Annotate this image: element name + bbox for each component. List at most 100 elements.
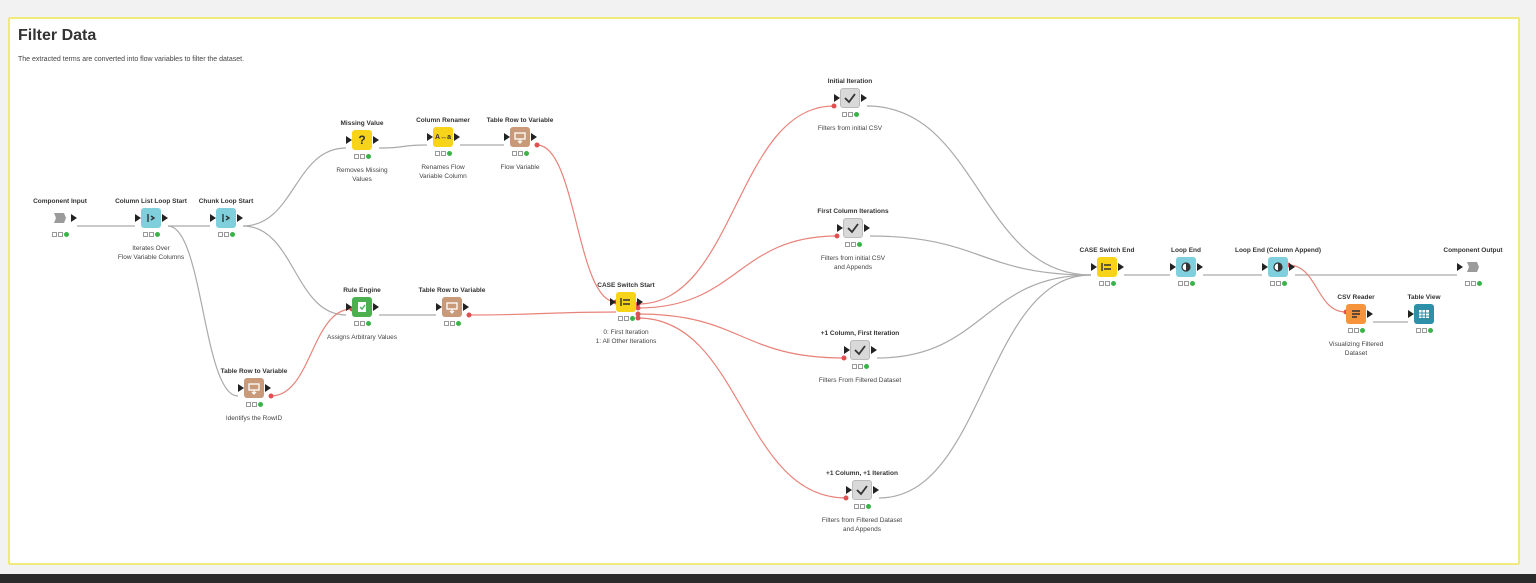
loop-end-icon[interactable] (1176, 257, 1196, 277)
flow-variable-port[interactable] (635, 305, 641, 311)
component-output-icon[interactable] (1463, 257, 1483, 277)
variable-connection[interactable] (468, 311, 617, 316)
input-port[interactable] (1457, 263, 1463, 271)
output-port[interactable] (871, 346, 877, 354)
node-component-input[interactable]: Component Input (0, 198, 120, 268)
output-port[interactable] (1289, 263, 1295, 271)
check-icon[interactable] (852, 480, 872, 500)
table-view-icon[interactable] (1414, 304, 1434, 324)
node-case-switch-end[interactable]: CASE Switch End (1047, 247, 1167, 317)
input-port[interactable] (238, 384, 244, 392)
flow-variable-port[interactable] (466, 312, 472, 318)
output-port[interactable] (237, 214, 243, 222)
output-port[interactable] (265, 384, 271, 392)
input-port[interactable] (427, 133, 433, 141)
input-port[interactable] (837, 224, 843, 232)
variable-connection[interactable] (270, 308, 353, 397)
row-to-variable-icon[interactable] (510, 127, 530, 147)
output-port[interactable] (454, 133, 460, 141)
output-port[interactable] (373, 136, 379, 144)
loop-start-icon[interactable] (141, 208, 161, 228)
input-port[interactable] (504, 133, 510, 141)
data-connection[interactable] (876, 274, 1092, 359)
output-port[interactable] (463, 303, 469, 311)
data-connection[interactable] (869, 235, 1092, 276)
variable-connection[interactable] (1287, 264, 1347, 313)
check-icon[interactable] (840, 88, 860, 108)
input-port[interactable] (135, 214, 141, 222)
output-port[interactable] (637, 298, 643, 306)
output-port[interactable] (162, 214, 168, 222)
input-port[interactable] (1170, 263, 1176, 271)
variable-connection[interactable] (637, 105, 835, 305)
output-port[interactable] (861, 94, 867, 102)
flow-variable-port[interactable] (635, 315, 641, 321)
loop-end-icon[interactable] (1268, 257, 1288, 277)
data-connection[interactable] (378, 144, 428, 149)
output-port[interactable] (873, 486, 879, 494)
data-connection[interactable] (167, 225, 239, 397)
flow-variable-port[interactable] (635, 311, 641, 317)
input-port[interactable] (1262, 263, 1268, 271)
input-port[interactable] (346, 303, 352, 311)
node-component-output[interactable]: Component Output (1413, 247, 1533, 317)
row-to-variable-icon[interactable] (442, 297, 462, 317)
question-icon[interactable]: ? (352, 130, 372, 150)
input-port[interactable] (834, 94, 840, 102)
input-port[interactable] (210, 214, 216, 222)
input-port[interactable] (346, 136, 352, 144)
rule-engine-icon[interactable] (352, 297, 372, 317)
flow-variable-port[interactable] (831, 103, 837, 109)
output-port[interactable] (1367, 310, 1373, 318)
component-input-icon[interactable] (50, 208, 70, 228)
input-port[interactable] (1408, 310, 1414, 318)
input-port[interactable] (1091, 263, 1097, 271)
workflow-canvas[interactable] (8, 17, 1520, 565)
output-port[interactable] (71, 214, 77, 222)
csv-reader-icon[interactable] (1346, 304, 1366, 324)
node-table-view[interactable]: Table View (1364, 294, 1484, 364)
node-loop-end[interactable]: Loop End (1126, 247, 1246, 317)
output-port[interactable] (1197, 263, 1203, 271)
data-connection[interactable] (878, 274, 1092, 499)
variable-connection[interactable] (637, 235, 838, 309)
node-loop-end-column-append[interactable]: Loop End (Column Append) (1218, 247, 1338, 317)
data-connection[interactable] (242, 147, 347, 227)
flow-variable-port[interactable] (834, 233, 840, 239)
variable-connection[interactable] (637, 313, 845, 359)
check-icon[interactable] (850, 340, 870, 360)
flow-variable-port[interactable] (841, 355, 847, 361)
switch-icon[interactable] (616, 292, 636, 312)
data-connection[interactable] (866, 105, 1092, 276)
variable-connection[interactable] (536, 144, 617, 303)
variable-connection[interactable] (637, 317, 847, 499)
flow-variable-port[interactable] (534, 142, 540, 148)
output-port[interactable] (373, 303, 379, 311)
row-to-variable-icon[interactable] (244, 378, 264, 398)
input-port[interactable] (436, 303, 442, 311)
input-port[interactable] (844, 346, 850, 354)
loop-start-icon[interactable] (216, 208, 236, 228)
node-table-row-to-variable-2[interactable]: Table Row to Variable (392, 287, 512, 357)
output-port[interactable] (531, 133, 537, 141)
flow-variable-port[interactable] (268, 393, 274, 399)
node-chunk-loop-start[interactable]: Chunk Loop Start (166, 198, 286, 268)
input-port[interactable] (846, 486, 852, 494)
input-port[interactable] (610, 298, 616, 306)
data-connection[interactable] (242, 225, 347, 316)
output-port[interactable] (864, 224, 870, 232)
check-icon[interactable] (843, 218, 863, 238)
output-port[interactable] (1118, 263, 1124, 271)
